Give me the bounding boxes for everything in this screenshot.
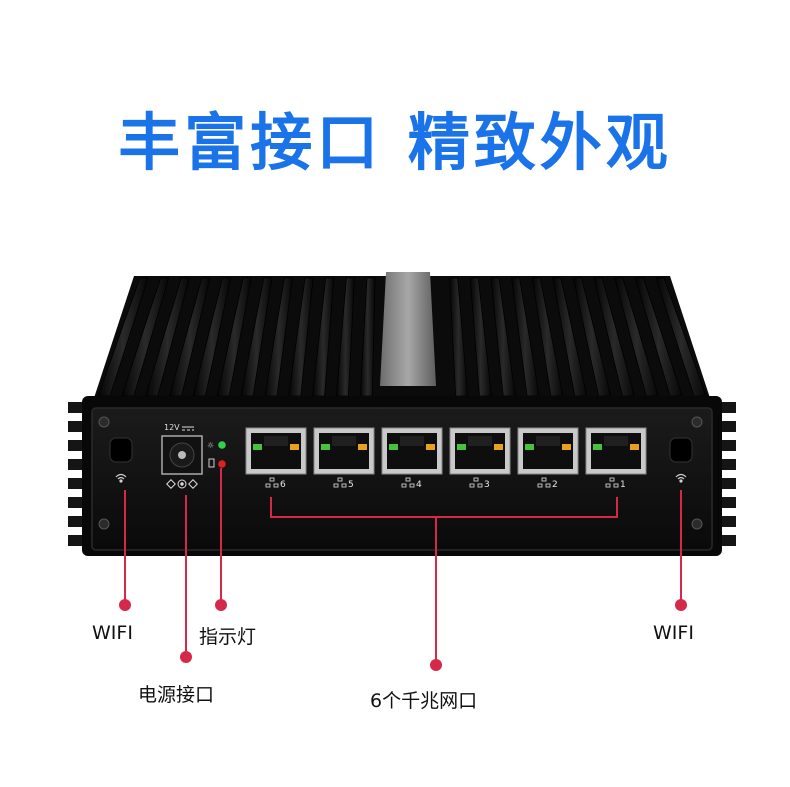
side-fin-right [720, 478, 736, 489]
ethernet-port-4: 4 [381, 427, 443, 490]
side-fin-right [720, 497, 736, 508]
network-icon [401, 477, 415, 488]
network-icon [265, 477, 279, 488]
side-fin-left [68, 516, 84, 527]
side-fin-right [720, 459, 736, 470]
side-fin-right [720, 516, 736, 527]
side-fin-right [720, 421, 736, 432]
port-number: 2 [552, 480, 558, 490]
wifi-icon-left [115, 473, 127, 483]
screws [98, 416, 703, 530]
wifi-antenna-port-left [109, 437, 133, 463]
side-fin-left [68, 459, 84, 470]
label-indicator: 指示灯 [199, 626, 257, 648]
side-fins [68, 402, 736, 546]
label-wifi-left: WIFI [92, 622, 133, 644]
side-fin-left [68, 535, 84, 546]
ethernet-port-6: 6 [245, 427, 307, 490]
label-power: 电源接口 [138, 684, 215, 706]
network-icon [333, 477, 347, 488]
ethernet-ports: 6 5 4 3 2 1 [245, 427, 647, 490]
port-number: 4 [416, 480, 422, 490]
wifi-antenna-port-right [669, 437, 693, 463]
dc-symbol [182, 426, 194, 431]
side-fin-left [68, 497, 84, 508]
voltage-label: 12V [164, 423, 180, 432]
side-fin-left [68, 421, 84, 432]
network-icon [605, 477, 619, 488]
port-number: 6 [280, 480, 286, 490]
side-fin-left [68, 478, 84, 489]
callout-dot-wifi-left [119, 599, 131, 611]
side-fin-right [720, 535, 736, 546]
label-wifi-right: WIFI [653, 622, 694, 644]
ethernet-port-5: 5 [313, 427, 375, 490]
label-ports: 6个千兆网口 [370, 690, 478, 712]
callout-dot-power [180, 651, 192, 663]
mini-pc-illustration: 12V ☼ 6 5 4 3 2 1 [68, 272, 736, 556]
wifi-icon-right [675, 473, 687, 483]
heatsink-center-strip [380, 272, 436, 386]
led-green [218, 441, 226, 449]
headline: 丰富接口 精致外观 [118, 106, 672, 179]
heatsink-fins [97, 277, 707, 397]
port-number: 1 [620, 480, 626, 490]
callout-dot-ports [430, 659, 442, 671]
side-fin-left [68, 440, 84, 451]
callout-dot-indicator [215, 599, 227, 611]
svg-text:☼: ☼ [207, 441, 214, 450]
side-fin-left [68, 402, 84, 413]
led-red [218, 460, 226, 468]
network-icon [537, 477, 551, 488]
ethernet-port-1: 1 [585, 427, 647, 490]
callout-dot-wifi-right [675, 599, 687, 611]
side-fin-right [720, 402, 736, 413]
polarity-symbol [166, 479, 198, 489]
ethernet-port-3: 3 [449, 427, 511, 490]
port-number: 3 [484, 480, 490, 490]
ethernet-port-2: 2 [517, 427, 579, 490]
side-fin-right [720, 440, 736, 451]
network-icon [469, 477, 483, 488]
port-number: 5 [348, 480, 354, 490]
